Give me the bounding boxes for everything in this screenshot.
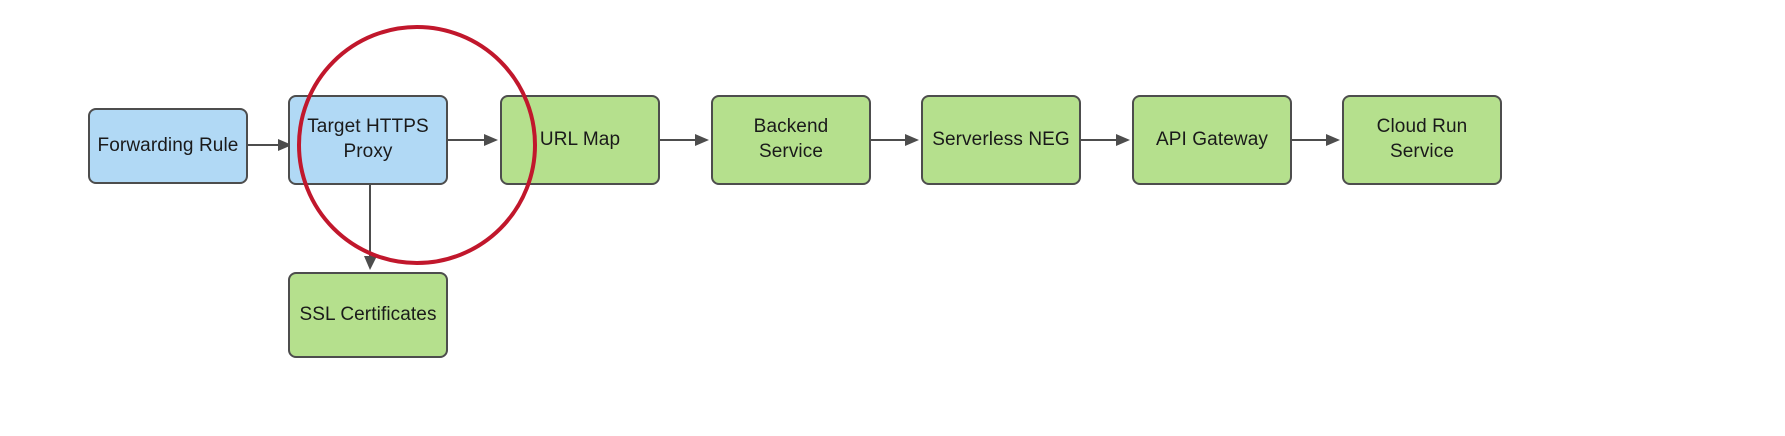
- edge-neg-to-gateway: [1081, 134, 1130, 146]
- node-api-gateway[interactable]: API Gateway: [1132, 95, 1292, 185]
- highlight-circle-target-https-proxy: [297, 25, 537, 265]
- edge-urlmap-to-backend: [660, 134, 709, 146]
- node-label-api-gateway: API Gateway: [1156, 128, 1268, 150]
- node-forwarding-rule[interactable]: Forwarding Rule: [88, 108, 248, 184]
- node-label-serverless-neg: Serverless NEG: [932, 128, 1070, 150]
- node-label-ssl-certificates: SSL Certificates: [299, 303, 437, 325]
- node-label-cloud-run-service: Cloud Run Service: [1376, 116, 1468, 162]
- node-serverless-neg[interactable]: Serverless NEG: [921, 95, 1081, 185]
- node-label-forwarding-rule: Forwarding Rule: [97, 134, 239, 156]
- node-label-url-map: URL Map: [539, 128, 621, 150]
- node-backend-service[interactable]: Backend Service: [711, 95, 871, 185]
- node-cloud-run-service[interactable]: Cloud Run Service: [1342, 95, 1502, 185]
- node-label-backend-service: Backend Service: [753, 116, 829, 162]
- node-ssl-certificates[interactable]: SSL Certificates: [288, 272, 448, 358]
- edge-proxy-to-urlmap: [448, 134, 498, 146]
- node-url-map[interactable]: URL Map: [500, 95, 660, 185]
- edge-gateway-to-cloudrun: [1292, 134, 1340, 146]
- node-target-https-proxy[interactable]: Target HTTPS Proxy: [288, 95, 448, 185]
- edge-backend-to-neg: [871, 134, 919, 146]
- node-label-target-https-proxy: Target HTTPS Proxy: [307, 116, 429, 162]
- edge-proxy-to-ssl: [364, 185, 377, 270]
- edge-forwarding-to-proxy: [248, 139, 292, 151]
